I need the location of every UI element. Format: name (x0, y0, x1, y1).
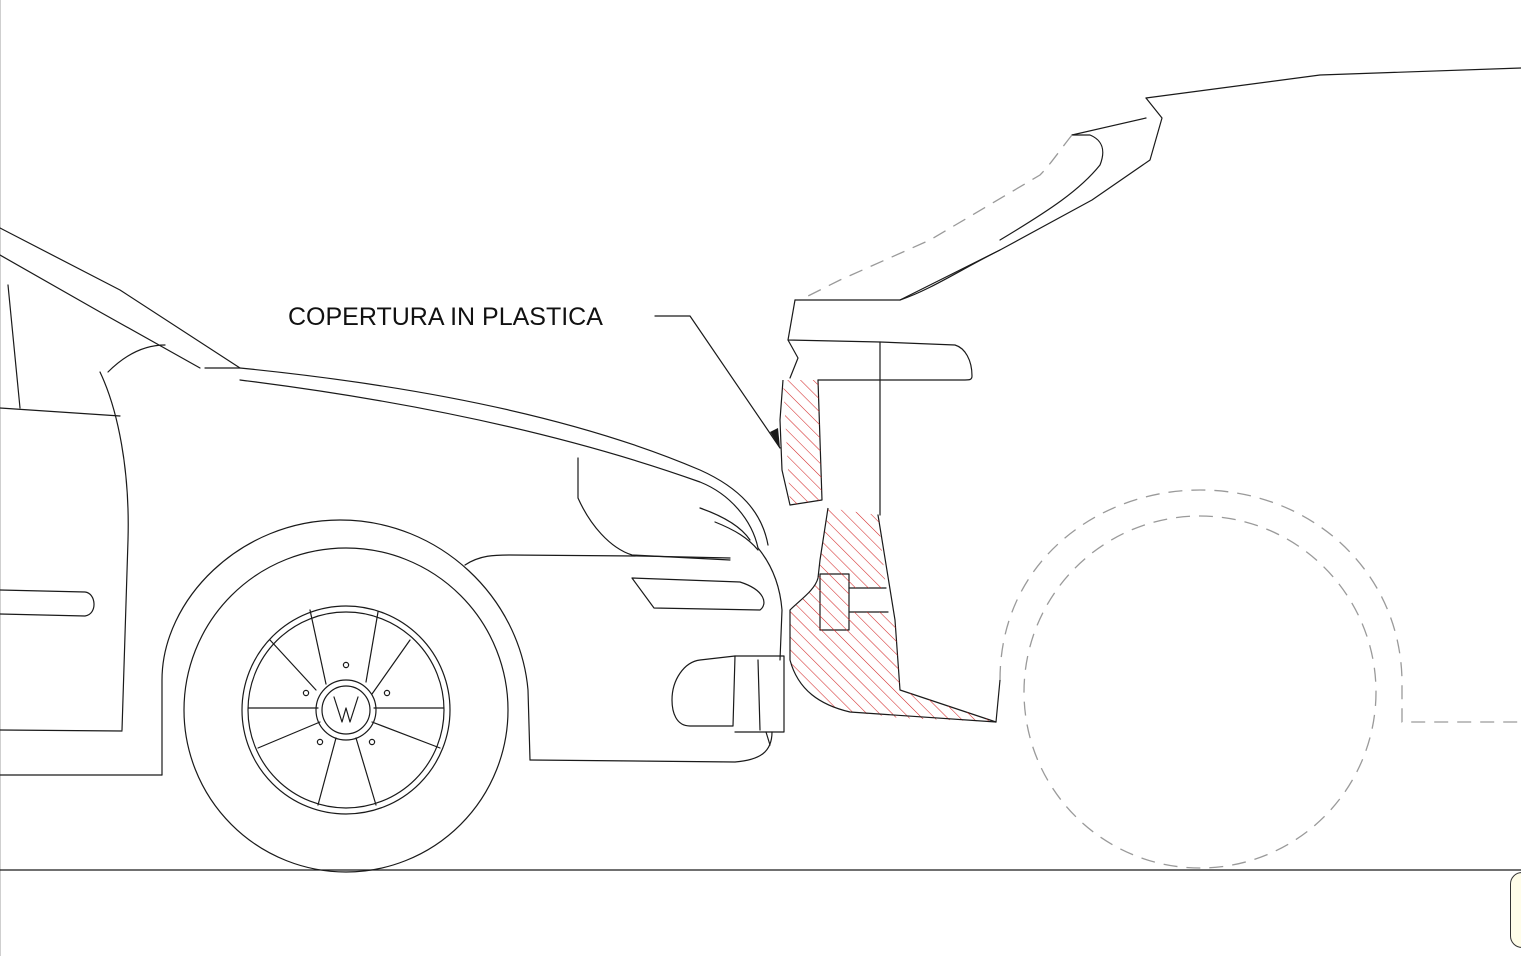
plastic-cover-hatched (779, 379, 997, 723)
lug-nuts (302, 661, 391, 746)
front-car (0, 227, 785, 776)
front-wheel (183, 547, 509, 873)
callout-arrowhead (770, 428, 780, 448)
callout-label: COPERTURA IN PLASTICA (288, 303, 603, 331)
rear-car (787, 67, 1521, 723)
rear-wheel (1023, 515, 1377, 869)
canvas-left-border (0, 0, 1, 956)
callout: COPERTURA IN PLASTICA (288, 303, 781, 449)
corner-tab[interactable] (1510, 872, 1521, 948)
spokes (247, 609, 445, 806)
